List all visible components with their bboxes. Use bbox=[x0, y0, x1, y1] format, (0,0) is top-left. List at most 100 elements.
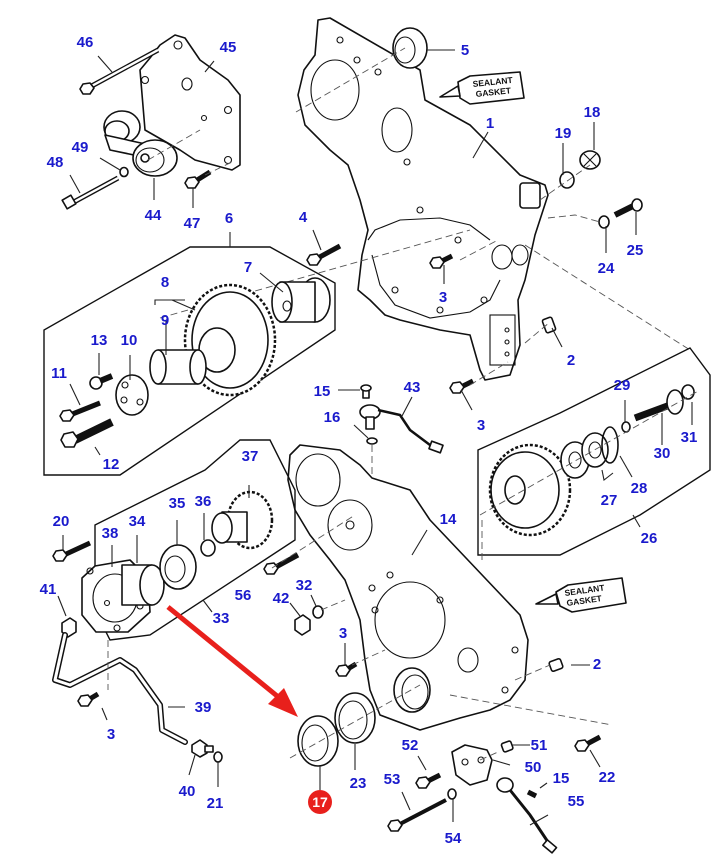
washer-32[interactable] bbox=[312, 605, 324, 619]
callout-34[interactable]: 34 bbox=[129, 513, 146, 530]
shaft-30[interactable] bbox=[633, 389, 684, 422]
callout-3b[interactable]: 3 bbox=[477, 417, 485, 434]
callout-36[interactable]: 36 bbox=[195, 493, 212, 510]
sensor-43[interactable] bbox=[359, 404, 444, 454]
washer-21[interactable] bbox=[213, 751, 223, 763]
bracket-50[interactable] bbox=[451, 744, 493, 786]
seal-5[interactable] bbox=[392, 27, 428, 69]
dowel-2-lower[interactable] bbox=[548, 658, 564, 672]
callout-15b[interactable]: 15 bbox=[553, 770, 570, 787]
callout-25[interactable]: 25 bbox=[627, 242, 644, 259]
o-ring-19[interactable] bbox=[559, 171, 575, 189]
callout-54[interactable]: 54 bbox=[445, 830, 462, 847]
housing-34[interactable] bbox=[121, 564, 165, 606]
bolt-46[interactable] bbox=[79, 47, 160, 95]
oil-pipe-39[interactable] bbox=[52, 632, 188, 745]
gear-26[interactable] bbox=[488, 443, 572, 537]
bolt-25[interactable] bbox=[613, 198, 643, 218]
callout-39[interactable]: 39 bbox=[195, 699, 212, 716]
callout-38[interactable]: 38 bbox=[102, 525, 119, 542]
callout-35[interactable]: 35 bbox=[169, 495, 186, 512]
callout-29[interactable]: 29 bbox=[614, 377, 631, 394]
callout-30[interactable]: 30 bbox=[654, 445, 671, 462]
highlight-badge-17[interactable]: 17 bbox=[308, 790, 332, 814]
callout-12[interactable]: 12 bbox=[103, 456, 120, 473]
callout-2a[interactable]: 2 bbox=[567, 352, 575, 369]
callout-21[interactable]: 21 bbox=[207, 795, 224, 812]
callout-8[interactable]: 8 bbox=[161, 274, 169, 291]
thrust-plate-10[interactable] bbox=[115, 374, 149, 416]
pinion-37[interactable] bbox=[211, 490, 274, 550]
bolt-3-upper[interactable] bbox=[429, 253, 454, 269]
sensor-55[interactable] bbox=[496, 777, 558, 854]
bolt-3-lower[interactable] bbox=[449, 378, 475, 394]
callout-51[interactable]: 51 bbox=[531, 737, 548, 754]
callout-3a[interactable]: 3 bbox=[439, 289, 447, 306]
front-cover-14[interactable] bbox=[287, 444, 529, 731]
callout-9[interactable]: 9 bbox=[161, 312, 169, 329]
callout-2b[interactable]: 2 bbox=[593, 656, 601, 673]
bearing-27[interactable] bbox=[560, 432, 609, 479]
callout-14[interactable]: 14 bbox=[440, 511, 457, 528]
callout-4[interactable]: 4 bbox=[299, 209, 308, 226]
callout-28[interactable]: 28 bbox=[631, 480, 648, 497]
callout-43[interactable]: 43 bbox=[404, 379, 421, 396]
callout-24[interactable]: 24 bbox=[598, 260, 615, 277]
callout-32[interactable]: 32 bbox=[296, 577, 313, 594]
bolt-53[interactable] bbox=[387, 798, 447, 832]
seal-17[interactable] bbox=[297, 715, 339, 767]
circlip-36[interactable] bbox=[200, 539, 216, 557]
seal-23[interactable] bbox=[334, 692, 376, 744]
bolt-22[interactable] bbox=[574, 734, 602, 752]
washer-49[interactable] bbox=[119, 166, 129, 178]
callout-3d[interactable]: 3 bbox=[107, 726, 115, 743]
callout-13[interactable]: 13 bbox=[91, 332, 108, 349]
bolt-52[interactable] bbox=[415, 772, 442, 789]
callout-6[interactable]: 6 bbox=[225, 210, 233, 227]
housing-1[interactable] bbox=[297, 17, 549, 381]
o-ring-31[interactable] bbox=[681, 384, 695, 400]
callout-49[interactable]: 49 bbox=[72, 139, 89, 156]
callout-7[interactable]: 7 bbox=[244, 259, 252, 276]
bolt-48[interactable] bbox=[61, 175, 120, 210]
screw-15-bottom[interactable] bbox=[526, 789, 538, 799]
callout-55[interactable]: 55 bbox=[568, 793, 585, 810]
callout-22[interactable]: 22 bbox=[599, 769, 616, 786]
callout-15a[interactable]: 15 bbox=[314, 383, 331, 400]
callout-41[interactable]: 41 bbox=[40, 581, 57, 598]
bolt-4[interactable] bbox=[306, 243, 342, 266]
adapter-40[interactable] bbox=[191, 739, 214, 758]
callout-44[interactable]: 44 bbox=[145, 207, 162, 224]
bolt-3-pipe[interactable] bbox=[77, 691, 100, 707]
callout-11[interactable]: 11 bbox=[51, 365, 67, 382]
callout-56[interactable]: 56 bbox=[235, 587, 252, 604]
washer-54[interactable] bbox=[447, 788, 457, 800]
callout-52[interactable]: 52 bbox=[402, 737, 419, 754]
callout-3c[interactable]: 3 bbox=[339, 625, 347, 642]
callout-26[interactable]: 26 bbox=[641, 530, 658, 547]
washer-24[interactable] bbox=[598, 215, 610, 229]
nut-42[interactable] bbox=[294, 614, 311, 636]
o-ring-16[interactable] bbox=[366, 437, 378, 445]
callout-5[interactable]: 5 bbox=[461, 42, 469, 59]
callout-47[interactable]: 47 bbox=[184, 215, 201, 232]
callout-48[interactable]: 48 bbox=[47, 154, 64, 171]
callout-1[interactable]: 1 bbox=[486, 115, 494, 132]
dowel-51[interactable] bbox=[500, 740, 514, 753]
bolt-11[interactable] bbox=[59, 400, 101, 422]
callout-50[interactable]: 50 bbox=[525, 759, 542, 776]
callout-18[interactable]: 18 bbox=[584, 104, 601, 121]
callout-37[interactable]: 37 bbox=[242, 448, 259, 465]
bolt-56[interactable] bbox=[263, 552, 300, 575]
callout-31[interactable]: 31 bbox=[681, 429, 698, 446]
plug-18[interactable] bbox=[579, 150, 601, 170]
bolt-3-cover[interactable] bbox=[335, 661, 358, 677]
callout-27[interactable]: 27 bbox=[601, 492, 618, 509]
bolt-12[interactable] bbox=[60, 418, 114, 448]
callout-40[interactable]: 40 bbox=[179, 783, 196, 800]
bushing-9[interactable] bbox=[149, 349, 207, 385]
screw-13[interactable] bbox=[89, 373, 114, 390]
callout-23[interactable]: 23 bbox=[350, 775, 367, 792]
tensioner-44[interactable] bbox=[103, 110, 178, 177]
callout-53[interactable]: 53 bbox=[384, 771, 401, 788]
